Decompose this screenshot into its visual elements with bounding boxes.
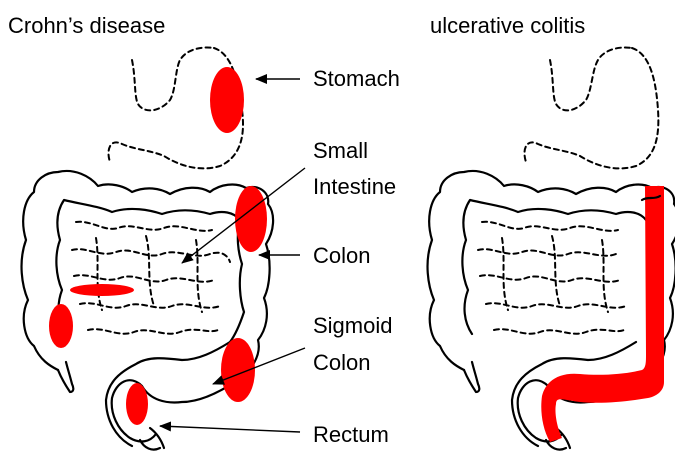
crohns-panel: Crohn’s disease Stomach Small Intestine … (8, 13, 400, 450)
crohns-lesion-ileum (49, 304, 73, 348)
small-intestine-arrow (182, 168, 305, 263)
crohns-rectum-outline (106, 342, 238, 446)
crohns-lesion-stomach (210, 67, 244, 133)
crohns-lesion-rectum (126, 383, 148, 425)
uc-esophagus (550, 48, 632, 111)
crohns-lesion-small-intestine (70, 284, 134, 296)
crohns-esophagus (132, 48, 214, 111)
uc-title: ulcerative colitis (430, 13, 585, 38)
uc-panel: ulcerative colitis (428, 13, 675, 450)
rectum-label: Rectum (313, 422, 389, 447)
colon-label: Colon (313, 243, 370, 268)
uc-lesion-continuous (541, 186, 664, 442)
crohns-appendix (58, 362, 73, 392)
crohns-colon-inner (56, 200, 244, 342)
small-intestine-label-line1: Small (313, 138, 368, 163)
sigmoid-label-line1: Sigmoid (313, 313, 392, 338)
uc-appendix (464, 362, 479, 392)
small-intestine-label-line2: Intestine (313, 174, 396, 199)
crohns-small-intestine (72, 222, 230, 334)
uc-small-intestine (478, 222, 626, 334)
rectum-arrow (160, 426, 300, 432)
sigmoid-label-line2: Colon (313, 350, 370, 375)
stomach-label: Stomach (313, 66, 400, 91)
uc-stomach-lower (525, 48, 659, 168)
crohns-title: Crohn’s disease (8, 13, 165, 38)
